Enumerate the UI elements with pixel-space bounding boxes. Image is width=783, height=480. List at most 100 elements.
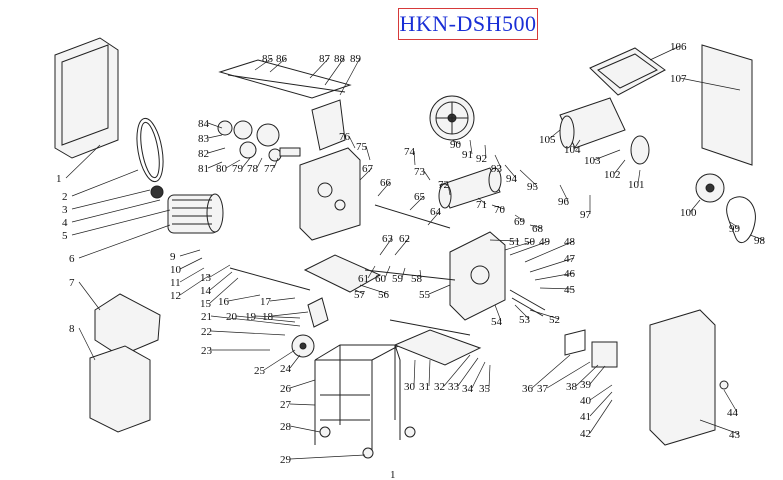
leader-line-55 — [428, 284, 451, 295]
leader-line-99 — [729, 221, 740, 229]
callout-label-38: 38 — [566, 381, 578, 393]
callout-label-91: 91 — [462, 149, 473, 161]
callout-label-90: 90 — [450, 139, 462, 151]
leader-line-100 — [689, 199, 701, 213]
callout-label-105: 105 — [539, 134, 556, 146]
callout-label-71: 71 — [476, 199, 487, 211]
part-knob-44 — [719, 380, 729, 390]
callout-label-33: 33 — [448, 381, 460, 393]
leader-line-29 — [289, 454, 366, 460]
leader-line-63 — [379, 237, 393, 256]
callout-label-78: 78 — [247, 163, 259, 175]
callout-label-84: 84 — [198, 118, 210, 130]
callout-label-104: 104 — [564, 144, 581, 156]
leader-line-32 — [443, 354, 471, 387]
part-stand-frame — [314, 344, 416, 459]
callout-label-6: 6 — [69, 253, 75, 265]
leader-line-91 — [469, 139, 473, 155]
callout-label-3: 3 — [62, 204, 68, 216]
callout-label-95: 95 — [527, 181, 539, 193]
callout-label-51: 51 — [509, 236, 520, 248]
leader-line-18 — [271, 311, 309, 317]
part-upper-drum — [559, 97, 626, 149]
part-center-housing — [299, 147, 361, 241]
leader-line-76 — [348, 135, 356, 149]
leader-line-15 — [209, 277, 239, 304]
callout-label-48: 48 — [564, 236, 576, 248]
leader-line-96 — [559, 184, 569, 202]
leader-line-19 — [254, 315, 301, 319]
model-title-box: HKN-DSH500 — [398, 8, 538, 40]
leader-line-50 — [504, 240, 535, 251]
callout-label-21: 21 — [201, 311, 212, 323]
leader-line-98 — [749, 234, 765, 241]
leader-line-79 — [241, 157, 251, 169]
leader-line-47 — [529, 257, 575, 273]
leader-line-17 — [269, 297, 296, 302]
callout-label-100: 100 — [680, 207, 697, 219]
callout-label-43: 43 — [729, 429, 741, 441]
part-motor — [150, 185, 224, 234]
part-chain — [726, 196, 756, 243]
callout-label-28: 28 — [280, 421, 292, 433]
leader-line-21 — [210, 315, 301, 327]
leader-line-48 — [524, 240, 575, 263]
leader-line-70 — [491, 204, 505, 210]
callout-label-45: 45 — [564, 284, 576, 296]
part-top-rail — [218, 59, 352, 151]
leader-line-105 — [548, 129, 561, 140]
part-plate-30 — [393, 329, 482, 366]
callout-label-50: 50 — [524, 236, 536, 248]
leader-line-69 — [514, 214, 525, 222]
leader-line-90 — [451, 139, 461, 145]
leader-line-81 — [207, 161, 223, 169]
callout-label-68: 68 — [532, 223, 544, 235]
leader-line-64 — [427, 210, 441, 226]
callout-label-8: 8 — [69, 323, 75, 335]
leader-line-45 — [539, 287, 575, 290]
part-disc-103 — [630, 135, 650, 165]
leader-line-26 — [289, 379, 316, 389]
part-switch-box — [564, 329, 618, 368]
leader-line-2 — [71, 169, 139, 197]
callout-label-80: 80 — [216, 163, 228, 175]
callout-label-9: 9 — [170, 251, 176, 263]
callout-label-35: 35 — [479, 383, 491, 395]
leader-line-71 — [477, 197, 487, 205]
callout-label-23: 23 — [201, 345, 213, 357]
callout-label-60: 60 — [375, 273, 387, 285]
callout-label-16: 16 — [218, 296, 230, 308]
callout-label-17: 17 — [260, 296, 272, 308]
leader-line-84 — [207, 122, 223, 129]
callout-label-20: 20 — [226, 311, 238, 323]
footer-mark: 1 — [390, 469, 396, 480]
part-shafts — [229, 204, 471, 336]
leader-line-37 — [546, 361, 591, 389]
leader-line-92 — [484, 144, 487, 159]
leader-line-42 — [589, 399, 613, 434]
part-belt-guard — [94, 293, 161, 357]
leader-line-94 — [504, 164, 517, 179]
callout-label-49: 49 — [539, 236, 551, 248]
callout-label-79: 79 — [232, 163, 244, 175]
leader-line-5 — [71, 209, 171, 236]
callout-label-13: 13 — [200, 272, 212, 284]
callout-label-4: 4 — [62, 217, 68, 229]
leader-line-88 — [324, 57, 345, 86]
leader-line-28 — [289, 425, 321, 433]
callout-label-69: 69 — [514, 216, 526, 228]
leader-line-52 — [529, 309, 560, 320]
callout-label-32: 32 — [434, 381, 445, 393]
leader-line-38 — [575, 364, 599, 387]
leader-line-74 — [413, 150, 416, 166]
leader-line-104 — [573, 139, 581, 150]
callout-label-30: 30 — [404, 381, 416, 393]
leader-line-10 — [179, 257, 203, 270]
callout-label-18: 18 — [262, 311, 274, 323]
callout-label-98: 98 — [754, 235, 766, 247]
callout-label-40: 40 — [580, 395, 592, 407]
callout-label-54: 54 — [491, 316, 503, 328]
leader-line-11 — [179, 267, 205, 283]
callout-label-10: 10 — [170, 264, 182, 276]
leader-line-36 — [531, 354, 571, 389]
